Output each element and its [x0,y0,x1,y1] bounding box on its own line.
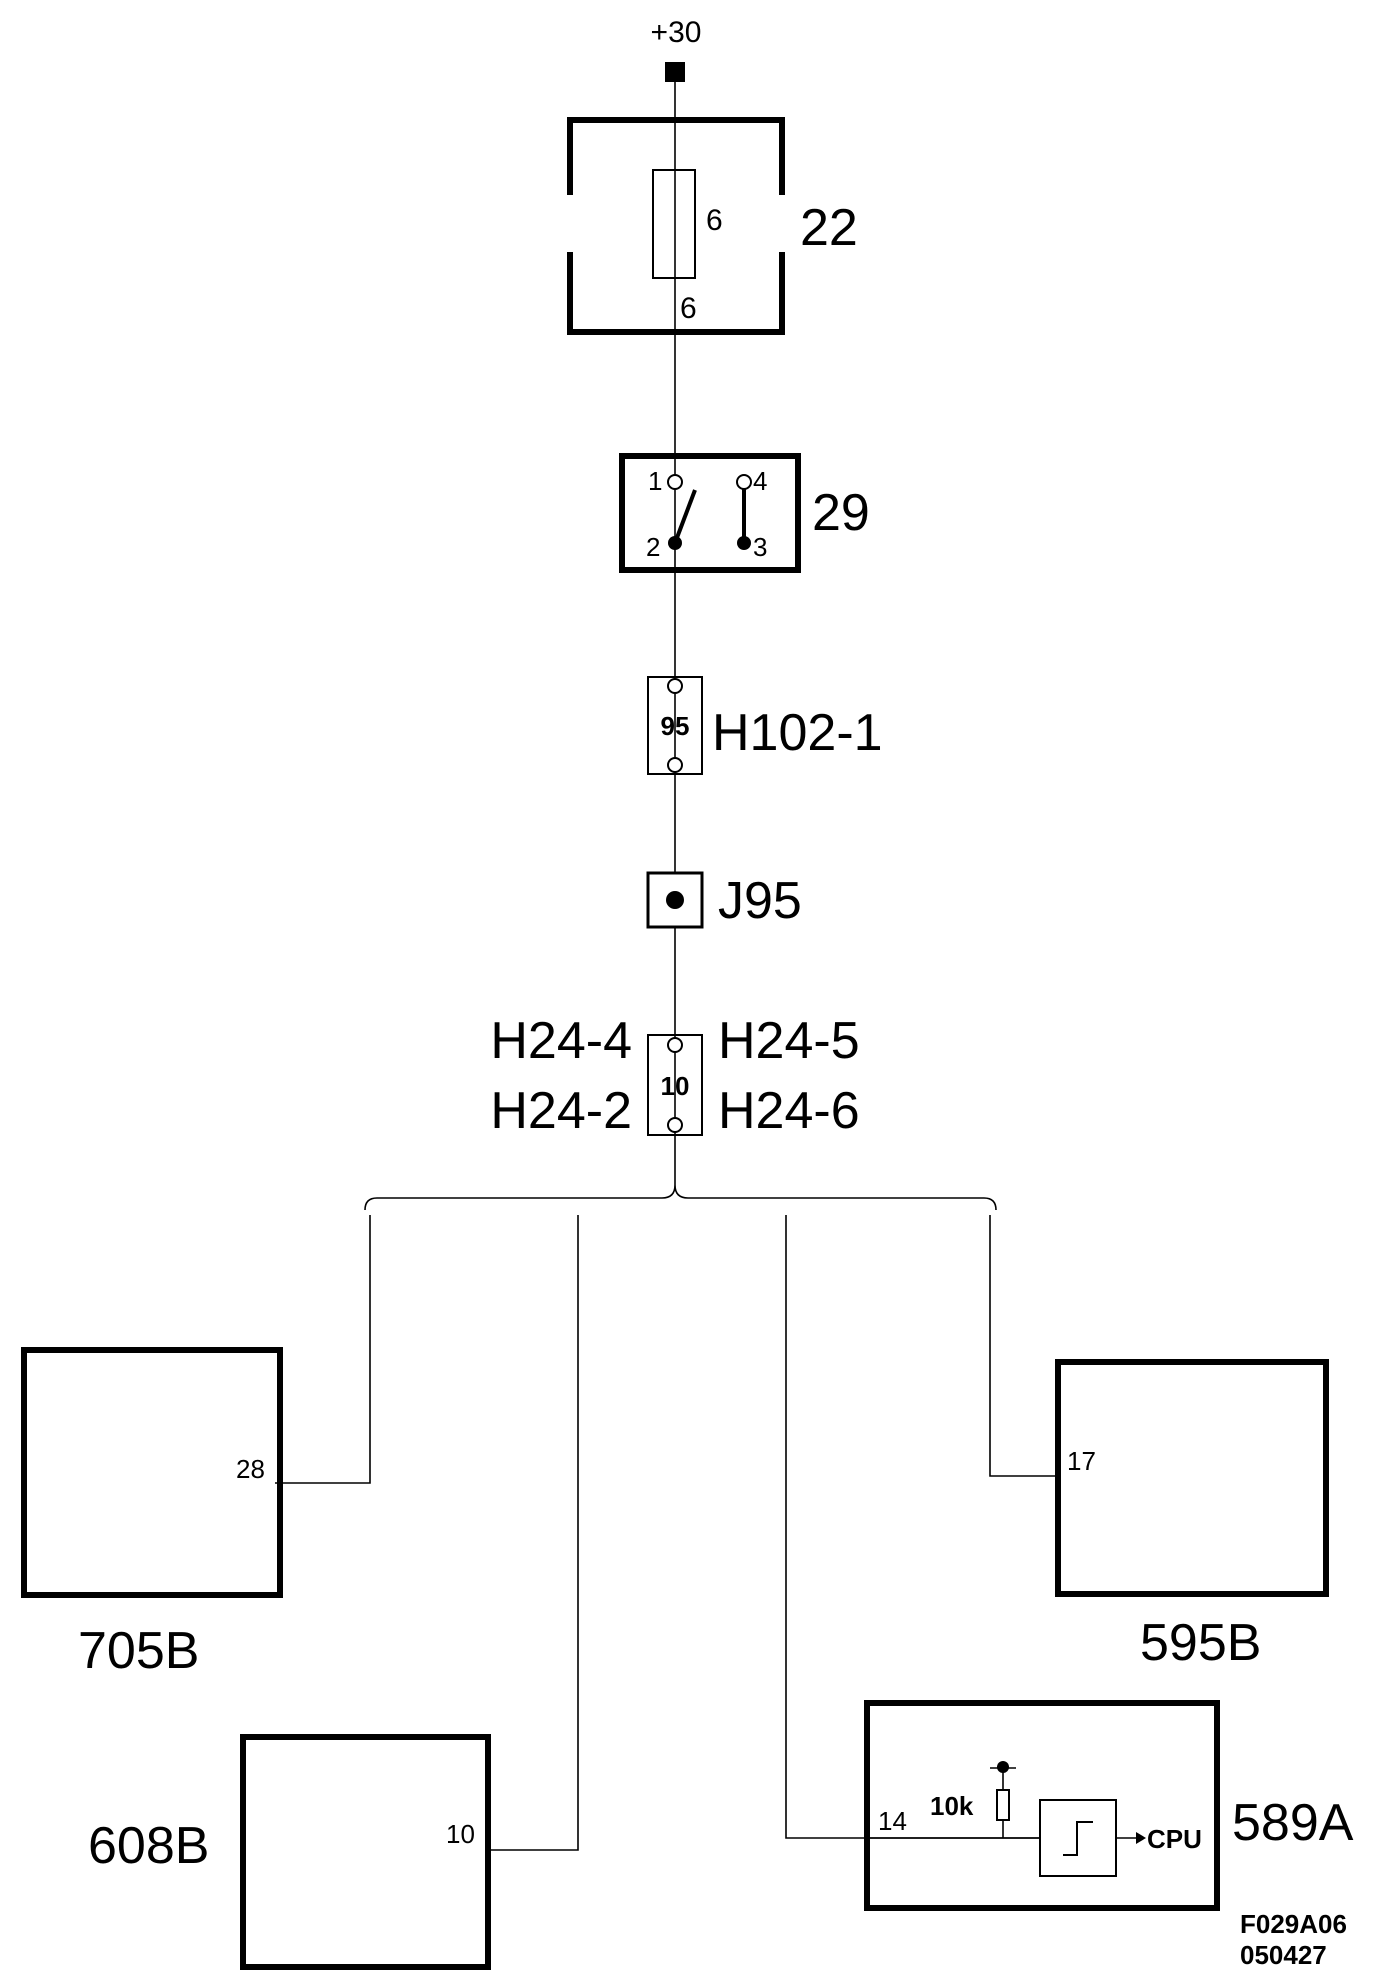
resistor-value: 10k [930,1791,974,1821]
connector-h102-pin: 95 [661,711,690,741]
module-608b: 10 608B [88,1734,491,1970]
module-595b: 17 595B [1055,1359,1329,1672]
module-608b-label: 608B [88,1817,209,1875]
pullup-node-icon [997,1761,1009,1773]
switch-pin-3: 3 [753,532,767,562]
fuse-box-22: 6 6 22 [567,117,858,335]
supply-terminal [665,62,685,82]
module-595b-label: 595B [1140,1614,1261,1672]
module-589a: 14 10k CPU 589A [864,1700,1354,1911]
switch-label: 29 [812,484,870,542]
resistor-icon [996,1789,1010,1821]
fuse-symbol [652,169,696,279]
figure-code-line1: F029A06 [1240,1909,1347,1939]
connector-h102-1: 95 H102-1 [647,676,883,775]
module-705b-pin: 28 [236,1454,265,1484]
switch-29: 1 2 4 3 29 [619,453,870,573]
connector-h102-label: H102-1 [712,704,883,762]
connector-h24-label-bottom-right: H24-6 [718,1082,860,1140]
switch-pin-2: 2 [646,532,660,562]
figure-code-line2: 050427 [1240,1940,1327,1970]
wire-to-705b [275,1215,371,1484]
connector-h24: 10 H24-4 H24-2 H24-5 H24-6 [490,1012,859,1140]
module-589a-label: 589A [1232,1794,1354,1852]
switch-pin-1: 1 [648,466,662,496]
switch-contact [673,489,697,544]
module-595b-pin: 17 [1067,1446,1096,1476]
switch-pin-4-terminal [736,474,752,490]
distribution-brace [364,1184,997,1211]
connector-h24-label-top-right: H24-5 [718,1012,860,1070]
fuse-output-pin: 6 [680,292,697,325]
wire-to-595b [989,1215,1060,1477]
wire-to-608b [485,1215,579,1851]
module-608b-pin: 10 [446,1819,475,1849]
module-589a-pin: 14 [878,1806,907,1836]
switch-pin-4: 4 [753,466,767,496]
module-705b: 28 705B [21,1347,283,1680]
connector-h24-label-top-left: H24-4 [490,1012,632,1070]
connector-h24-pin: 10 [661,1071,690,1101]
module-705b-label: 705B [78,1622,199,1680]
connector-h24-label-bottom-left: H24-2 [490,1082,632,1140]
module-589a-output: CPU [1147,1824,1202,1854]
arrow-right-icon [1136,1832,1146,1844]
fuse-number: 6 [706,204,723,237]
wire-to-589a [785,1215,1045,1839]
fuse-box-label: 22 [800,199,858,257]
splice-label: J95 [718,872,802,930]
switch-pin-1-terminal [667,474,683,490]
supply-label: +30 [651,16,702,49]
splice-j95: J95 [646,871,802,930]
